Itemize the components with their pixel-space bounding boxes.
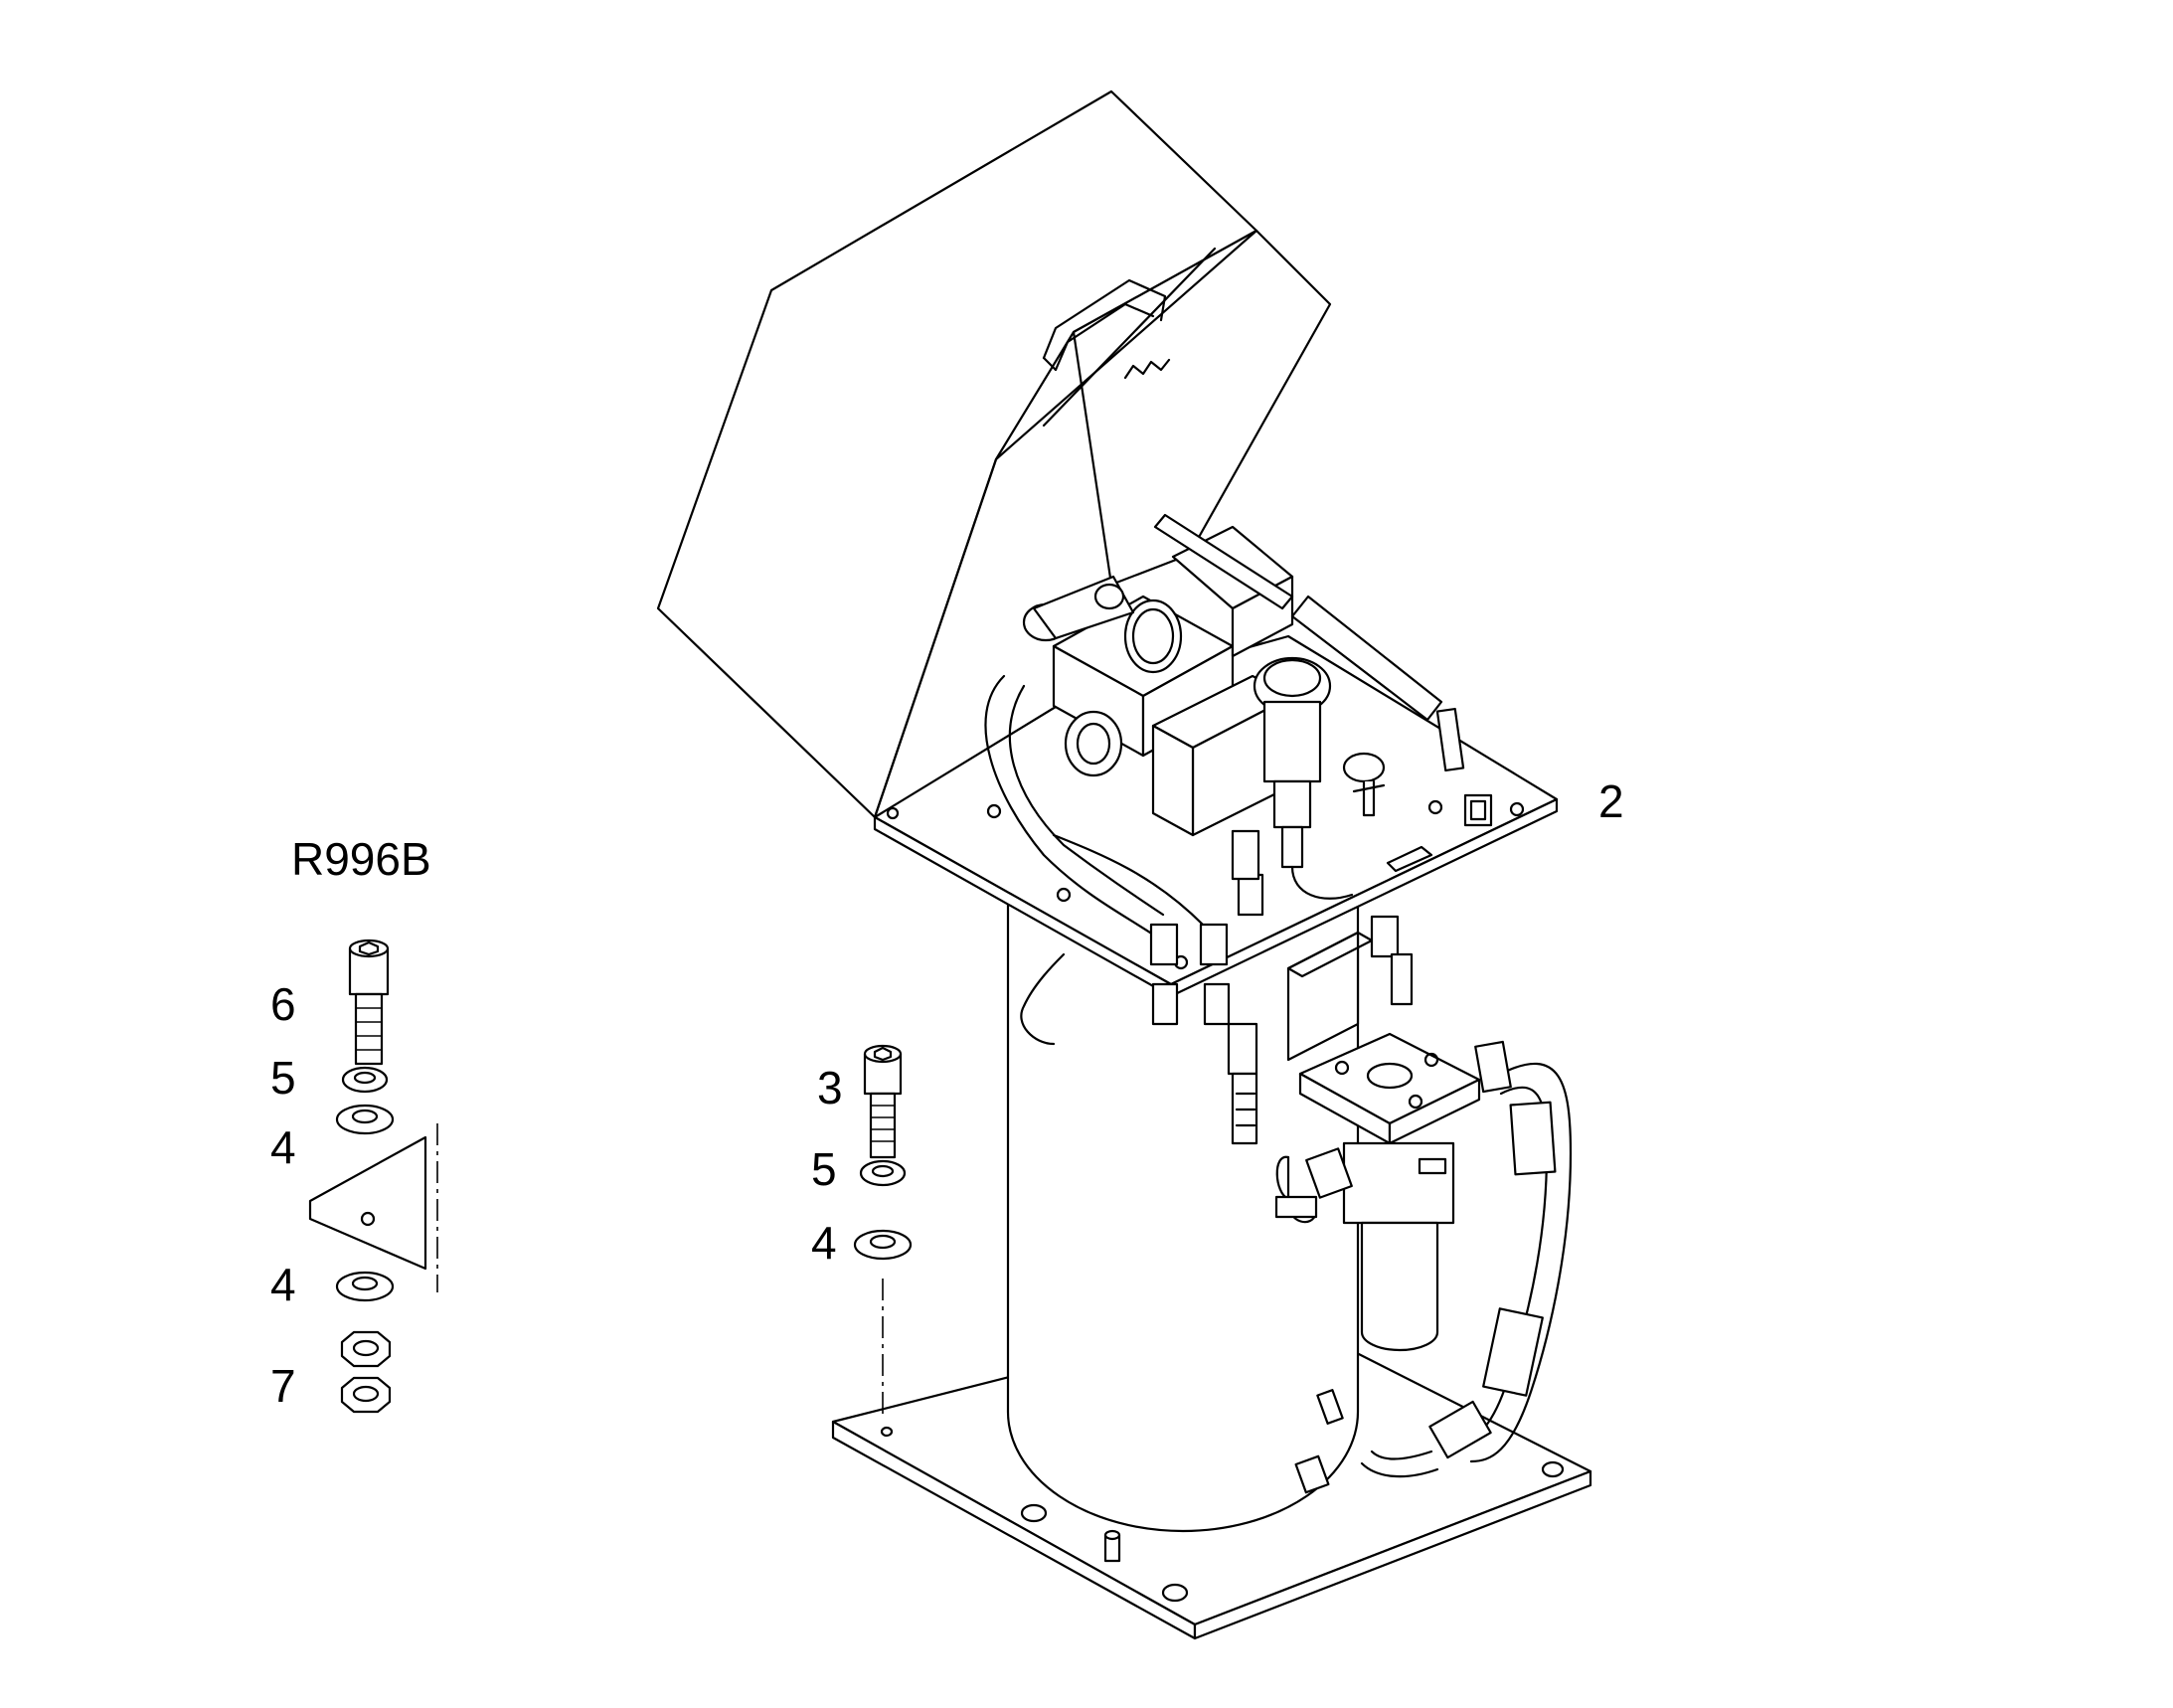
sensor-housing [1253,656,1354,900]
filter-assembly [1274,1032,1481,1352]
washer-4-left-top [335,1104,395,1135]
nut-7-upper [340,1330,392,1368]
column-body [1006,893,1360,1533]
return-hose [1360,1040,1573,1478]
motor-cylinder [1022,575,1135,642]
base-fittings [880,1389,1565,1603]
callout-2: 2 [1598,775,1624,827]
callout-5-right: 5 [811,1143,837,1195]
hinged-lid [656,89,1332,819]
group-code-label: R996B [291,833,431,885]
callout-6: 6 [270,978,296,1030]
junction-box [1286,915,1414,1062]
washer-5-right [859,1159,907,1187]
callout-5-left: 5 [270,1052,296,1104]
screw-3 [863,1044,903,1159]
washer-5-left [341,1066,389,1094]
callout-4-right: 4 [811,1217,837,1269]
hoses-and-fittings [984,674,1264,1145]
washer-4-right [853,1229,913,1261]
callout-4-left-top: 4 [270,1121,296,1173]
nut-7-lower [340,1376,392,1414]
mounting-bracket-detail [308,1123,438,1292]
callout-7: 7 [270,1360,296,1412]
gas-strut [1153,513,1465,772]
plate-switch [1342,752,1493,873]
pressure-gauge [1123,598,1183,674]
washer-4-left-bottom [335,1271,395,1302]
callout-4-left-bottom: 4 [270,1259,296,1310]
screw-6 [348,939,390,1066]
callout-3: 3 [817,1062,843,1113]
